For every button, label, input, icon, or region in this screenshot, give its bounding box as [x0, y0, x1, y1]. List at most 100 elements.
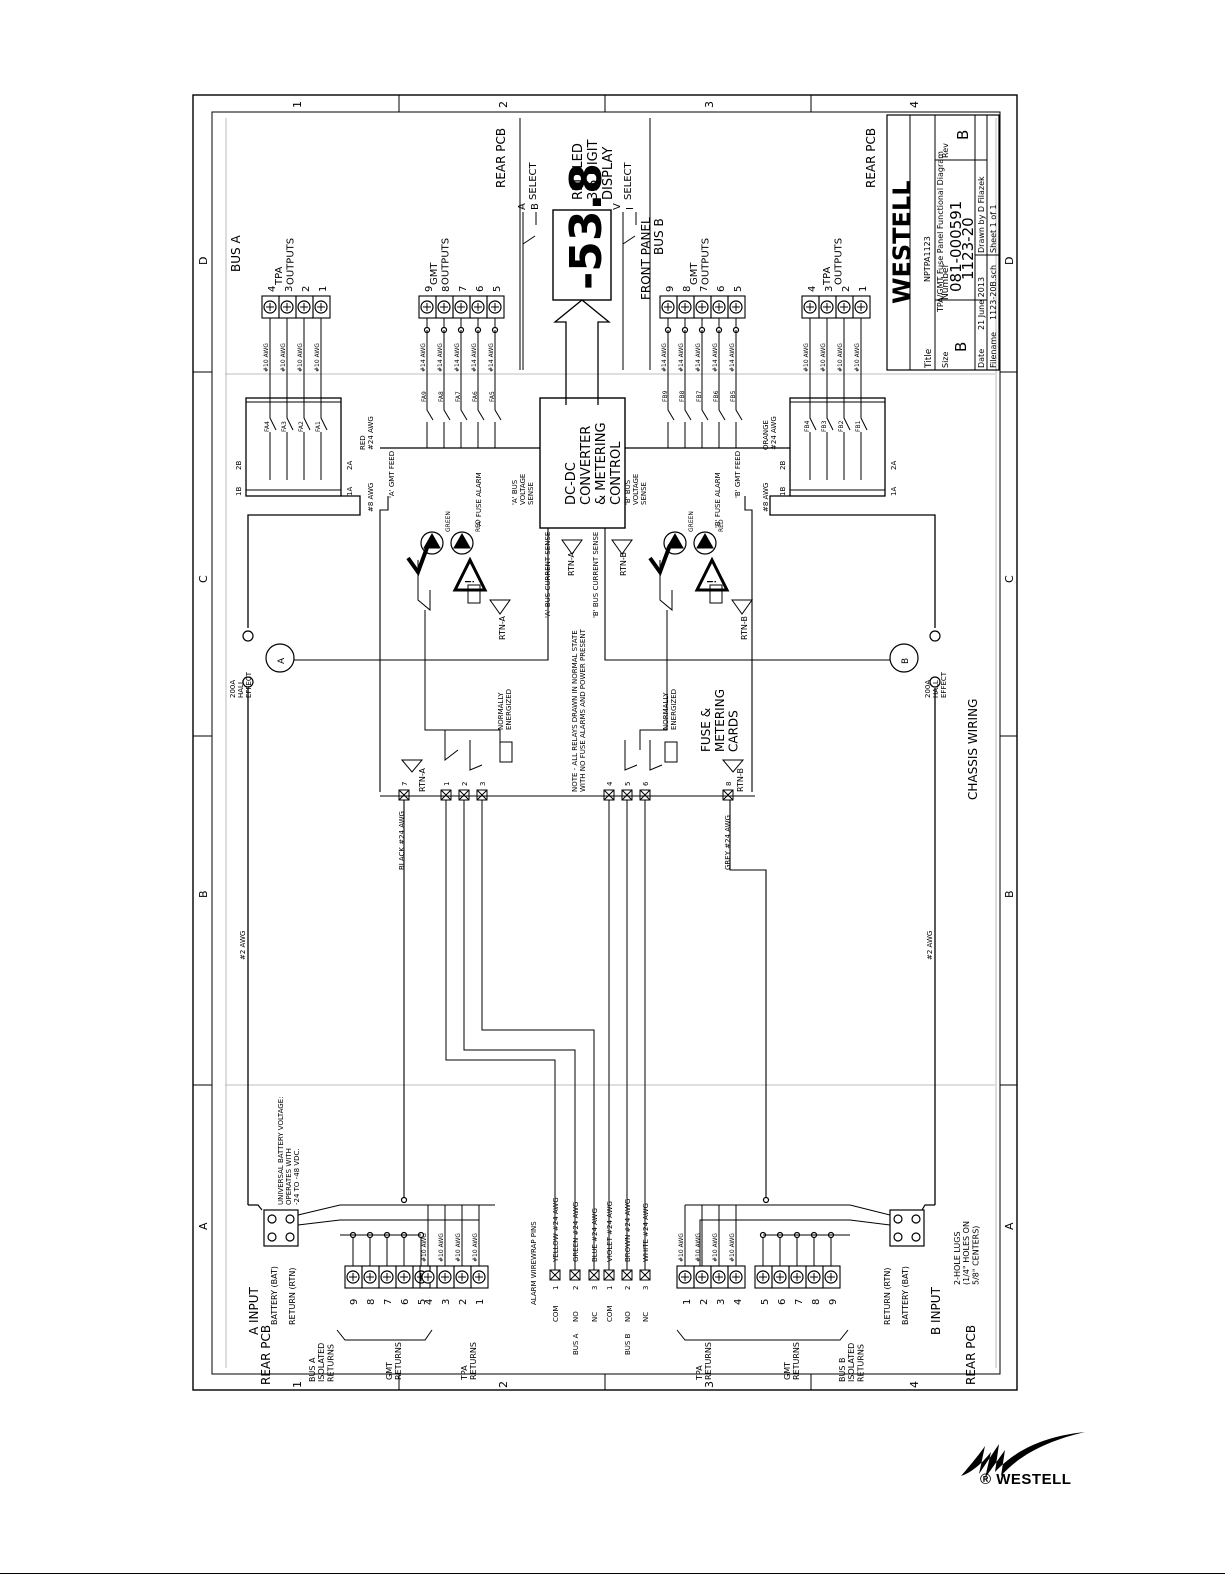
- b-fuse-alarm-label: 'B' FUSE ALARM: [714, 472, 722, 528]
- gmt-terminal-number: 9: [424, 286, 435, 292]
- fuse-label: FB7: [696, 390, 703, 402]
- zone-label-bottom: 1: [291, 1381, 304, 1388]
- title-line2-group: TPA/GMT Fuse Panel Functional Diagram: [936, 151, 945, 313]
- alarm-pins-label-group: ALARM WIREWRAP PINS: [530, 1221, 538, 1305]
- wirewrap-pin-number-group: 3: [642, 1286, 650, 1290]
- fuse-label: FB9: [662, 390, 669, 402]
- led-display-label-group: RED LED3.5 DIGITDISPLAY: [571, 139, 616, 200]
- lug-label: 2B: [779, 461, 787, 470]
- return-number: 9: [349, 1299, 360, 1305]
- lug-label-group: 2B: [235, 461, 243, 470]
- lug-hole: [285, 1232, 295, 1242]
- awg-label-group: #10 AWG: [820, 343, 827, 372]
- a-fuse-alarm-label-group: 'A' FUSE ALARM: [475, 472, 483, 528]
- ground-arrow: [731, 599, 753, 615]
- chassis-pin-number: 3: [479, 782, 487, 786]
- zone-label-right-group: A: [1003, 1222, 1016, 1230]
- awg-label-group: #10 AWG: [314, 343, 321, 372]
- bus-b-main: [769, 495, 936, 628]
- normally-energized-a-group: NORMALLYENERGIZED: [497, 689, 513, 730]
- return-number-group: 9: [349, 1299, 360, 1305]
- return-number-group: 4: [424, 1299, 435, 1305]
- wire: [744, 496, 753, 792]
- awg-label-group: #14 AWG: [678, 343, 685, 372]
- display-arrow: [553, 299, 611, 405]
- fuse-switch: [460, 400, 468, 421]
- pin-x: [621, 1269, 633, 1281]
- ground-arrow: [561, 539, 583, 555]
- warning-mark-group: !: [705, 579, 719, 584]
- awg-label: #10 AWG: [854, 343, 861, 372]
- tpa-terminal-number: 2: [301, 286, 312, 292]
- title-line2: TPA/GMT Fuse Panel Functional Diagram: [936, 151, 945, 313]
- lug-hole: [911, 1214, 921, 1224]
- wirewrap-pin: [549, 1269, 561, 1281]
- return-label-a: RETURN (RTN): [288, 1267, 297, 1325]
- gmt-terminal-number-group: 5: [492, 286, 503, 292]
- zone-label-right: C: [1003, 575, 1016, 583]
- orange-24awg-label-group: ORANGE#24 AWG: [762, 416, 778, 450]
- zone-label-left: D: [197, 257, 210, 265]
- rtn-b-label: RTN-B: [619, 552, 628, 576]
- zone-label-top-group: 2: [497, 101, 510, 108]
- chassis-pin-number: 6: [642, 781, 650, 786]
- alarm-bus-b-label-group: BUS B: [624, 1333, 632, 1355]
- alarm-pin-function-group: NC: [642, 1312, 650, 1322]
- return-number: 4: [424, 1299, 435, 1305]
- hall-a-label-group: 200AHALLEFFECT: [229, 671, 253, 698]
- relay-coil-a: [467, 584, 481, 604]
- alarm-bus-b-label: BUS B: [624, 1333, 632, 1355]
- b-input-label-group: B INPUT: [929, 1286, 943, 1335]
- gmt-terminal-number: 9: [665, 286, 676, 292]
- led-display-value-group: -53.8: [561, 163, 612, 290]
- alarm-pin-function: COM: [606, 1306, 614, 1322]
- select-a-label-group: SELECT: [528, 161, 539, 200]
- awg-label-group: #14 AWG: [437, 343, 444, 372]
- relay-contact-a: [417, 560, 431, 612]
- fuse-label-group: FA9: [421, 391, 428, 402]
- fuse-label-group: FA4: [264, 421, 271, 432]
- tpa-outputs-a-label-group: TPAOUTPUTS: [274, 238, 297, 286]
- zone-label-left-group: A: [197, 1222, 210, 1230]
- wirewrap-pin: [569, 1269, 581, 1281]
- return-number-group: 9: [828, 1299, 839, 1305]
- awg-label-group: #10 AWG: [837, 343, 844, 372]
- select-v-group: V: [612, 203, 623, 210]
- gmt-terminal-number-group: 9: [424, 286, 435, 292]
- fuse-label: FB2: [838, 420, 845, 432]
- alarm-a-red-label-group: RED: [475, 519, 482, 532]
- hall-terminal: [929, 676, 941, 688]
- alarm-a-led-red: [453, 532, 471, 549]
- return-bus: [297, 1204, 495, 1216]
- gmt-terminal-number: 6: [716, 286, 727, 292]
- filename-label-group: Filename: [989, 332, 998, 368]
- size-value: B: [952, 342, 970, 352]
- chassis-pin-number: 8: [725, 782, 733, 786]
- chassis-pin-number: 7: [401, 782, 409, 786]
- awg-label: #10 AWG: [695, 1233, 702, 1262]
- awg-label-group: #14 AWG: [729, 343, 736, 372]
- size-label-group: Size: [941, 352, 950, 369]
- a-input-label: A INPUT: [247, 1286, 261, 1335]
- fuse-label-group: FB1: [855, 420, 862, 432]
- awg-label: #14 AWG: [695, 343, 702, 372]
- return-number: 7: [794, 1299, 805, 1305]
- number-value-2-group: 1123-20: [959, 217, 977, 280]
- grey-wire: [729, 800, 767, 1200]
- rear-pcb-label-left: REAR PCB: [259, 1325, 273, 1385]
- alarm-pin-function-group: NO: [572, 1311, 580, 1322]
- wire: [248, 1204, 263, 1211]
- alarm-a-led-ring: [420, 531, 444, 555]
- pin-x: [440, 789, 452, 801]
- fuse-label-group: FB7: [696, 390, 703, 402]
- zone-label-left-group: B: [197, 890, 210, 898]
- a-bus-current-label: 'A' BUS CURRENT SENSE: [544, 532, 552, 618]
- red-24awg-label: RED#24 AWG: [359, 416, 375, 450]
- size-label: Size: [941, 352, 950, 369]
- converter-label-group: DC-DCCONVERTER& METERINGCONTROL: [564, 422, 624, 505]
- zone-label-right-group: D: [1003, 257, 1016, 265]
- title-label: Title: [924, 348, 934, 369]
- rtn-a-label-group: RTN-A: [567, 551, 576, 576]
- return-number: 1: [475, 1299, 486, 1305]
- relay-contact-b: [659, 560, 673, 612]
